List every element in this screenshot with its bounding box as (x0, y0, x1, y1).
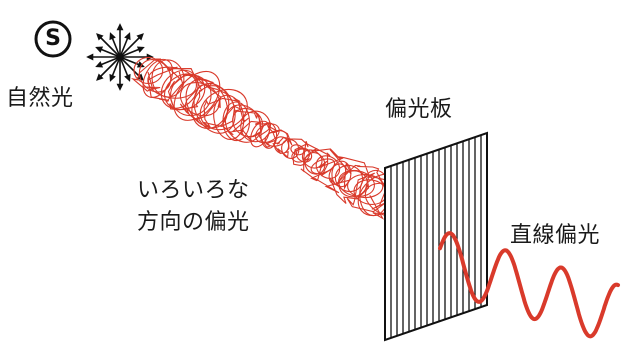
linear-polarized-wave (438, 231, 620, 339)
starburst-arrows-icon (86, 23, 154, 91)
starburst-ray (96, 33, 121, 58)
starburst-arrowhead (109, 73, 116, 82)
natural-light-label: 自然光 (6, 86, 74, 111)
starburst-arrowhead (109, 32, 116, 41)
beam-loop (347, 173, 384, 199)
starburst-arrowhead (95, 46, 104, 53)
starburst-arrowhead (95, 61, 104, 68)
starburst-arrowhead (96, 73, 104, 81)
starburst-arrowhead (116, 23, 124, 31)
starburst-arrowhead (124, 32, 131, 41)
beam-loop (331, 160, 352, 188)
various-polarization-label-line1: いろいろな (137, 178, 250, 203)
beam-loop (301, 149, 323, 169)
various-polarization-beam (130, 56, 415, 220)
starburst-arrowhead (96, 33, 104, 41)
linear-polarization-label: 直線偏光 (510, 223, 601, 248)
beam-scribble (130, 58, 403, 220)
beam-loop (224, 104, 262, 143)
starburst-arrowhead (124, 73, 131, 82)
polarizer-label: 偏光板 (385, 97, 453, 122)
various-polarization-label-line2: 方向の偏光 (137, 210, 250, 235)
beam-loop (250, 120, 271, 148)
source-symbol: S (45, 26, 61, 51)
starburst-arrowhead (136, 33, 144, 41)
starburst-arrowhead (116, 83, 124, 91)
light-source-circle (34, 20, 72, 58)
polarizer-plate (384, 131, 488, 342)
starburst-arrowhead (86, 53, 94, 61)
beam-loop (179, 82, 220, 117)
starburst-ray (96, 56, 121, 81)
starburst-ray (119, 33, 144, 58)
beam-loop (295, 147, 313, 163)
beam-loop (338, 169, 375, 197)
beam-loop (315, 155, 341, 179)
starburst-arrowhead (136, 46, 145, 53)
